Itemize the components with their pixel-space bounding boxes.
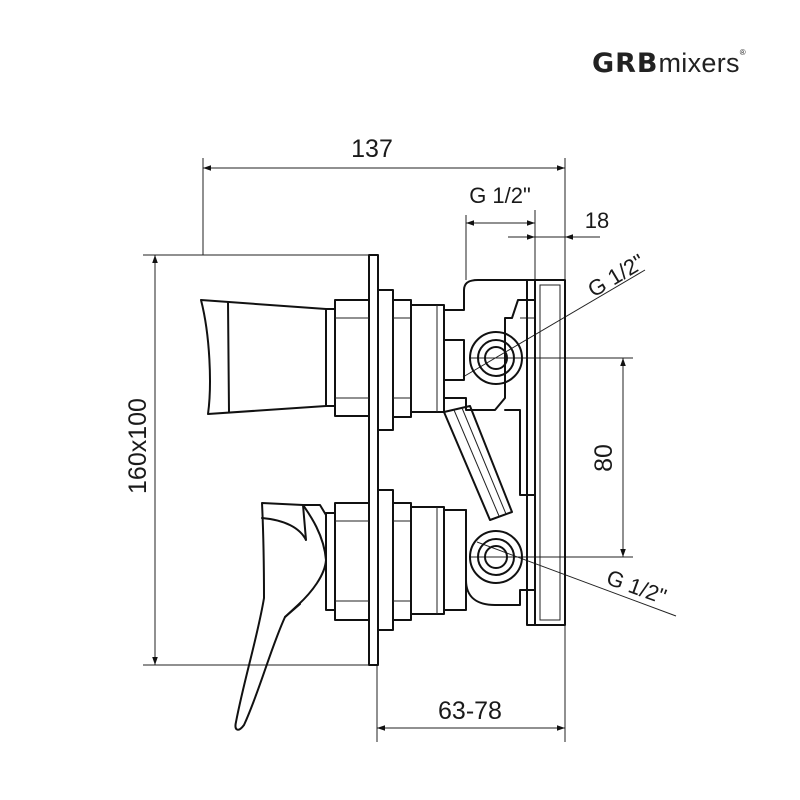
outlet-port-lower <box>469 530 523 584</box>
logo-registered-mark: ® <box>739 48 746 57</box>
diverter-knob-sleeve <box>334 299 370 417</box>
connecting-channel-inner-2 <box>461 407 507 515</box>
lower-cartridge <box>377 489 467 631</box>
dim-text-inlet-top: G 1/2" <box>469 183 531 208</box>
mixer-lever-sleeve <box>334 502 370 621</box>
outlet-lower-outer <box>469 530 523 584</box>
lower-valve-block <box>465 509 536 606</box>
diverter-knob-handle <box>200 299 327 415</box>
logo-word: mixers <box>658 48 740 78</box>
upper-inlet-spigot <box>443 339 465 381</box>
leader-outlet-lower <box>476 541 677 617</box>
outlet-upper-inner <box>484 346 508 370</box>
dim-text-18: 18 <box>585 208 609 233</box>
mounting-flange <box>526 279 536 626</box>
dim-text-63-78: 63-78 <box>438 697 502 725</box>
outlet-lower-inner <box>484 545 508 569</box>
connecting-channel-inner-1 <box>453 409 500 517</box>
leader-outlet-upper <box>462 269 646 378</box>
mixer-lever-collar <box>325 512 336 611</box>
diverter-knob-collar <box>325 308 336 407</box>
diverter-knob <box>200 299 370 417</box>
upper-cartridge-body <box>410 304 445 413</box>
lower-escutcheon-ring <box>377 489 394 631</box>
mounting-plate-inner <box>539 284 561 621</box>
cover-plate <box>368 254 379 666</box>
mounting-plate <box>534 279 566 626</box>
dim-text-outlet-upper: G 1/2" <box>583 249 649 302</box>
dim-text-80: 80 <box>590 444 618 472</box>
diverter-knob-edge <box>227 301 230 413</box>
outlet-lower-middle <box>477 538 515 576</box>
lower-valve-block <box>443 509 467 611</box>
mixer-lever-bend <box>284 603 301 618</box>
dimension-lines <box>143 158 677 742</box>
connecting-channel <box>443 405 513 521</box>
upper-escutcheon-ring <box>377 289 394 431</box>
mixer-lever-fold <box>261 504 307 541</box>
dim-text-137: 137 <box>351 135 393 163</box>
concealed-body <box>443 279 566 626</box>
grb-mixers-logo: GRBmixers® <box>592 48 746 79</box>
dim-text-160x100: 160x100 <box>124 398 152 494</box>
mixer-lever-handle <box>234 502 327 731</box>
dim-text-outlet-lower: G 1/2" <box>603 565 669 610</box>
upper-cartridge <box>377 289 445 431</box>
upper-valve-block <box>443 279 536 411</box>
body-back-edge <box>504 409 536 496</box>
outlet-upper-outer <box>469 331 523 385</box>
outlet-upper-middle <box>477 339 515 377</box>
outlet-port-upper <box>469 331 523 385</box>
logo-brand: GRB <box>591 48 659 79</box>
mixer-lever-neck <box>302 504 327 516</box>
mixer-lever <box>234 502 370 731</box>
lower-cartridge-body <box>410 506 445 615</box>
